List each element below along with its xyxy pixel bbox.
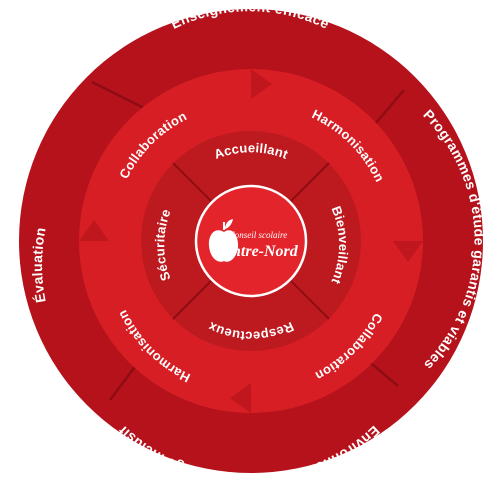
inner-label-left: Sécuritaire <box>152 207 173 283</box>
apple-icon <box>208 219 239 262</box>
core-circle <box>194 184 308 298</box>
logo-line-1: Conseil scolaire <box>229 230 287 240</box>
outer-label-left: Évaluation <box>29 226 49 304</box>
logo: Conseil scolaire Centre-Nord <box>208 219 299 262</box>
inner-ring-dividers <box>172 162 330 320</box>
logo-line-2: Centre-Nord <box>214 243 299 260</box>
middle-ring-arrows <box>79 69 423 413</box>
inner-label-right: Bienveillant <box>328 204 351 287</box>
inner-label-top: Accueillant <box>212 140 291 162</box>
